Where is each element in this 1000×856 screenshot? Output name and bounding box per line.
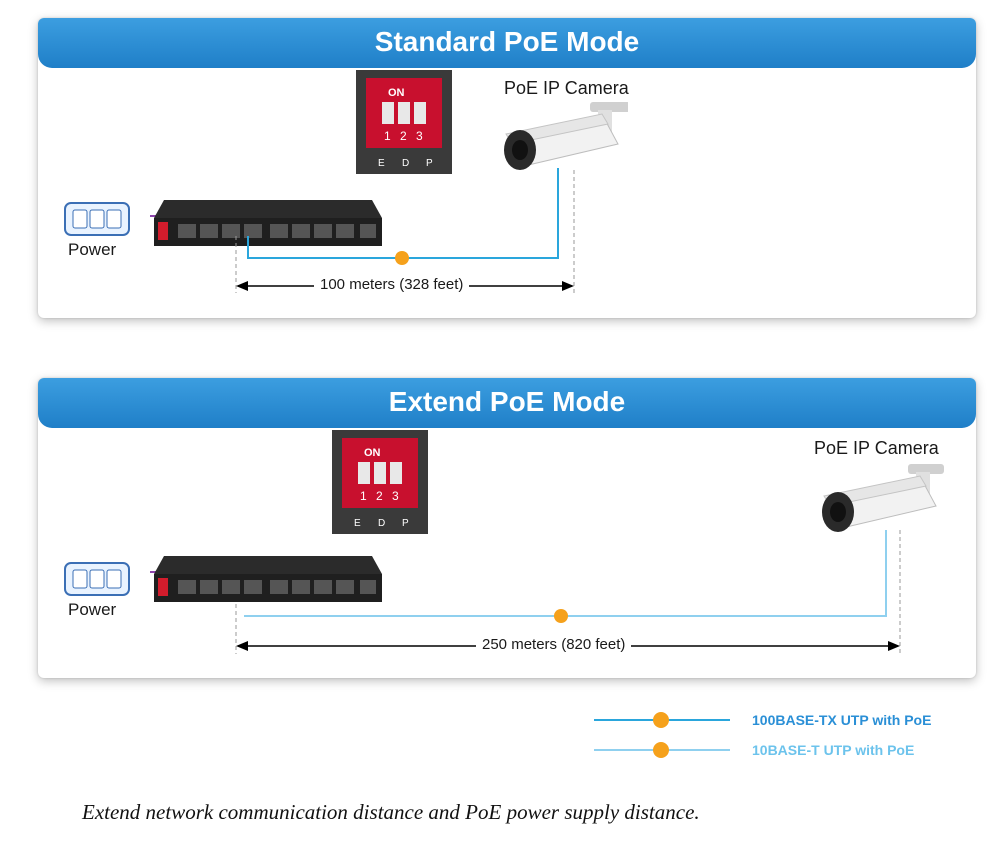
legend-label-100base: 100BASE-TX UTP with PoE	[752, 712, 932, 728]
connection-diagram	[235, 530, 901, 654]
poe-badge	[395, 251, 409, 265]
dip-number-2: 2	[400, 129, 407, 143]
dip-number-2: 2	[376, 489, 383, 503]
poe-badge-icon	[653, 712, 669, 728]
dip-letter-e: E	[354, 518, 361, 529]
poe-switch-icon	[150, 556, 382, 602]
power-outlet-icon	[64, 562, 130, 596]
distance-label: 100 meters (328 feet)	[314, 276, 470, 293]
dip-switch-image: ON 1 2 3 E D P	[356, 70, 452, 174]
dip-switch-image: ON 1 2 3 E D P	[332, 430, 428, 534]
poe-switch-icon	[150, 200, 382, 246]
power-label: Power	[68, 240, 117, 259]
dip-letter-p: P	[402, 518, 409, 529]
power-outlet-icon	[64, 202, 130, 236]
legend-label-10base: 10BASE-T UTP with PoE	[752, 742, 915, 758]
dip-letter-p: P	[426, 158, 433, 169]
standard-mode-title: Standard PoE Mode	[38, 18, 976, 68]
camera-label: PoE IP Camera	[814, 438, 939, 458]
connection-diagram	[235, 168, 575, 293]
dip-on-label: ON	[388, 87, 405, 99]
standard-mode-panel: Standard PoE Mode ON 1 2 3 E D P PoE IP …	[38, 18, 976, 318]
distance-label: 250 meters (820 feet)	[476, 636, 632, 653]
camera-icon	[504, 102, 628, 170]
dip-letter-d: D	[402, 158, 409, 169]
extend-mode-title: Extend PoE Mode	[38, 378, 976, 428]
camera-label: PoE IP Camera	[504, 78, 629, 98]
power-label: Power	[68, 600, 117, 619]
poe-badge	[554, 609, 568, 623]
camera-icon	[822, 464, 944, 532]
dip-letter-e: E	[378, 158, 385, 169]
dip-on-label: ON	[364, 447, 381, 459]
dip-number-3: 3	[392, 489, 399, 503]
dip-number-1: 1	[360, 489, 367, 503]
extend-mode-panel: Extend PoE Mode ON 1 2 3 E D P PoE IP Ca…	[38, 378, 976, 678]
dip-number-1: 1	[384, 129, 391, 143]
caption: Extend network communication distance an…	[82, 800, 700, 824]
dip-number-3: 3	[416, 129, 423, 143]
poe-badge-icon	[653, 742, 669, 758]
dip-letter-d: D	[378, 518, 385, 529]
